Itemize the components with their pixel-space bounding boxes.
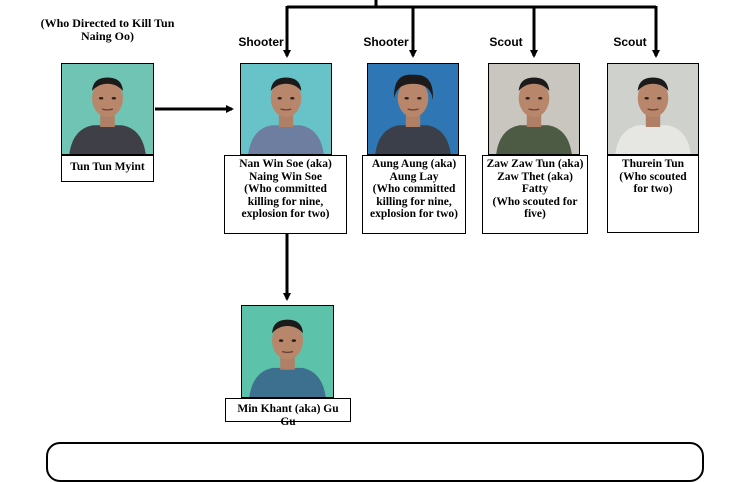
name-box-min-khant: Min Khant (aka) Gu Gu [225,398,351,428]
role-label-shooter-2: Shooter [363,35,409,49]
portrait-image [368,64,458,154]
photo-nan-win-soe [240,63,332,155]
name-line: Nan Win Soe (aka) [239,158,332,170]
description-line: killing for nine, [247,195,324,208]
description-line: for two) [633,183,673,195]
description-line: (Who committed [244,183,327,195]
photo-tun-tun-myint [61,63,154,155]
role-label-scout-1: Scout [489,35,523,49]
description-line: (Who scouted [619,170,687,183]
name-line: Zaw Thet (aka) [497,170,573,183]
description-line: explosion for two) [370,208,458,220]
name-line: Thurein Tun [621,158,685,170]
portrait-image [241,64,331,154]
name-line: Tun Tun Myint [70,161,145,173]
description-line: (Who scouted for [492,195,578,208]
name-line: Fatty [521,183,549,195]
name-line: Zaw Zaw Tun (aka) [486,158,584,170]
directed-note: (Who Directed to Kill Tun Naing Oo) [40,16,175,43]
role-label-scout-2: Scout [613,35,647,49]
portrait-image [62,64,153,154]
photo-min-khant [241,305,334,398]
description-line: explosion for two) [241,208,330,220]
name-box-aung-aung: Aung Aung (aka) Aung Lay (Who committed … [362,155,466,234]
name-line: Aung Lay [389,170,439,183]
photo-zaw-zaw-tun [488,63,580,155]
description-line: five) [524,208,546,220]
name-line: Naing Win Soe [248,170,323,183]
description-line: killing for nine, [376,195,452,208]
connector-lines [155,0,660,301]
photo-aung-aung [367,63,459,155]
portrait-image [489,64,579,154]
photo-thurein-tun [607,63,699,155]
name-box-nan-win-soe: Nan Win Soe (aka) Naing Win Soe (Who com… [224,155,347,234]
name-line: Min Khant (aka) Gu Gu [237,403,339,428]
name-box-tun-tun-myint: Tun Tun Myint [61,155,154,182]
name-line: Aung Aung (aka) [371,158,457,170]
description-line: (Who committed [372,183,456,195]
role-label-shooter-1: Shooter [238,35,284,49]
bottom-caption-box [46,442,704,482]
portrait-image [242,306,333,397]
name-box-zaw-zaw-tun: Zaw Zaw Tun (aka) Zaw Thet (aka) Fatty (… [482,155,588,234]
name-box-thurein-tun: Thurein Tun (Who scouted for two) [607,155,699,233]
portrait-image [608,64,698,154]
